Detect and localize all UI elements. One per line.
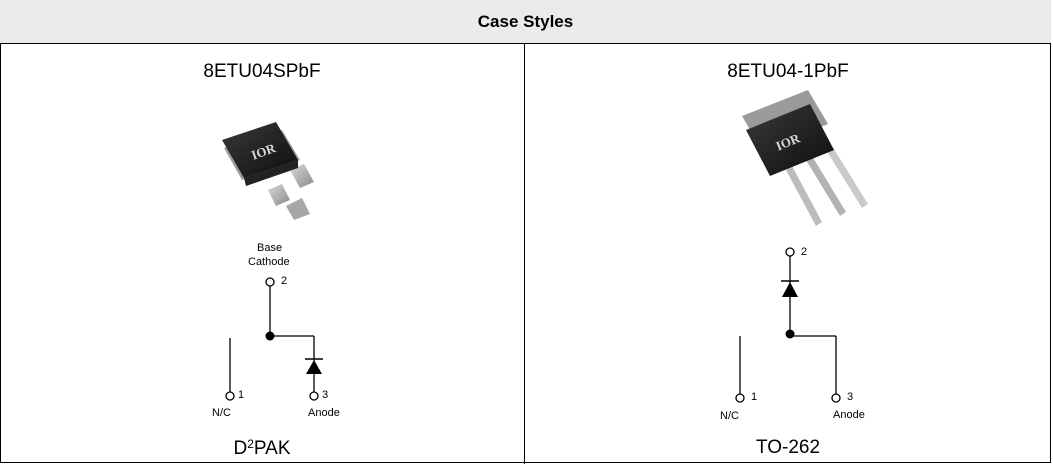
right-package-name: TO-262 — [755, 437, 821, 458]
pin2-label: 2 — [281, 275, 288, 287]
left-package-name: D2PAK — [0, 437, 524, 460]
to262-package-image: IOR — [742, 90, 868, 226]
junction-dot-icon — [265, 331, 275, 341]
pin3-terminal-icon — [831, 393, 841, 403]
base-label: Base — [257, 242, 283, 254]
package-suffix: PAK — [253, 438, 291, 459]
d2pak-package-image: IOR — [222, 122, 314, 220]
pin3-terminal-icon — [309, 391, 319, 401]
right-diode-icon — [781, 280, 799, 297]
header-title: Case Styles — [477, 11, 574, 31]
pin1-terminal-icon — [735, 393, 745, 403]
pin1-label: 1 — [238, 389, 245, 401]
junction-dot-icon — [785, 329, 795, 339]
left-diode-icon — [305, 358, 323, 374]
pin2-terminal-icon — [785, 247, 795, 257]
pin1-terminal-icon — [225, 391, 235, 401]
right-part-number: 8ETU04-1PbF — [727, 61, 849, 82]
package-prefix: D — [233, 438, 248, 459]
anode-label: Anode — [833, 409, 865, 421]
cathode-label: Cathode — [248, 256, 290, 268]
pin2-label: 2 — [801, 246, 808, 258]
anode-label: Anode — [308, 407, 340, 419]
right-schematic — [735, 247, 841, 403]
pin2-terminal-icon — [265, 277, 275, 287]
left-part-number: 8ETU04SPbF — [203, 61, 321, 82]
pin1-label: 1 — [751, 391, 758, 403]
nc-label: N/C — [720, 410, 739, 422]
nc-label: N/C — [212, 407, 231, 419]
pin3-label: 3 — [847, 391, 854, 403]
table-header: Case Styles — [0, 0, 1051, 44]
package-superscript: 2 — [247, 437, 254, 451]
column-divider — [524, 44, 525, 464]
pin3-label: 3 — [322, 389, 329, 401]
